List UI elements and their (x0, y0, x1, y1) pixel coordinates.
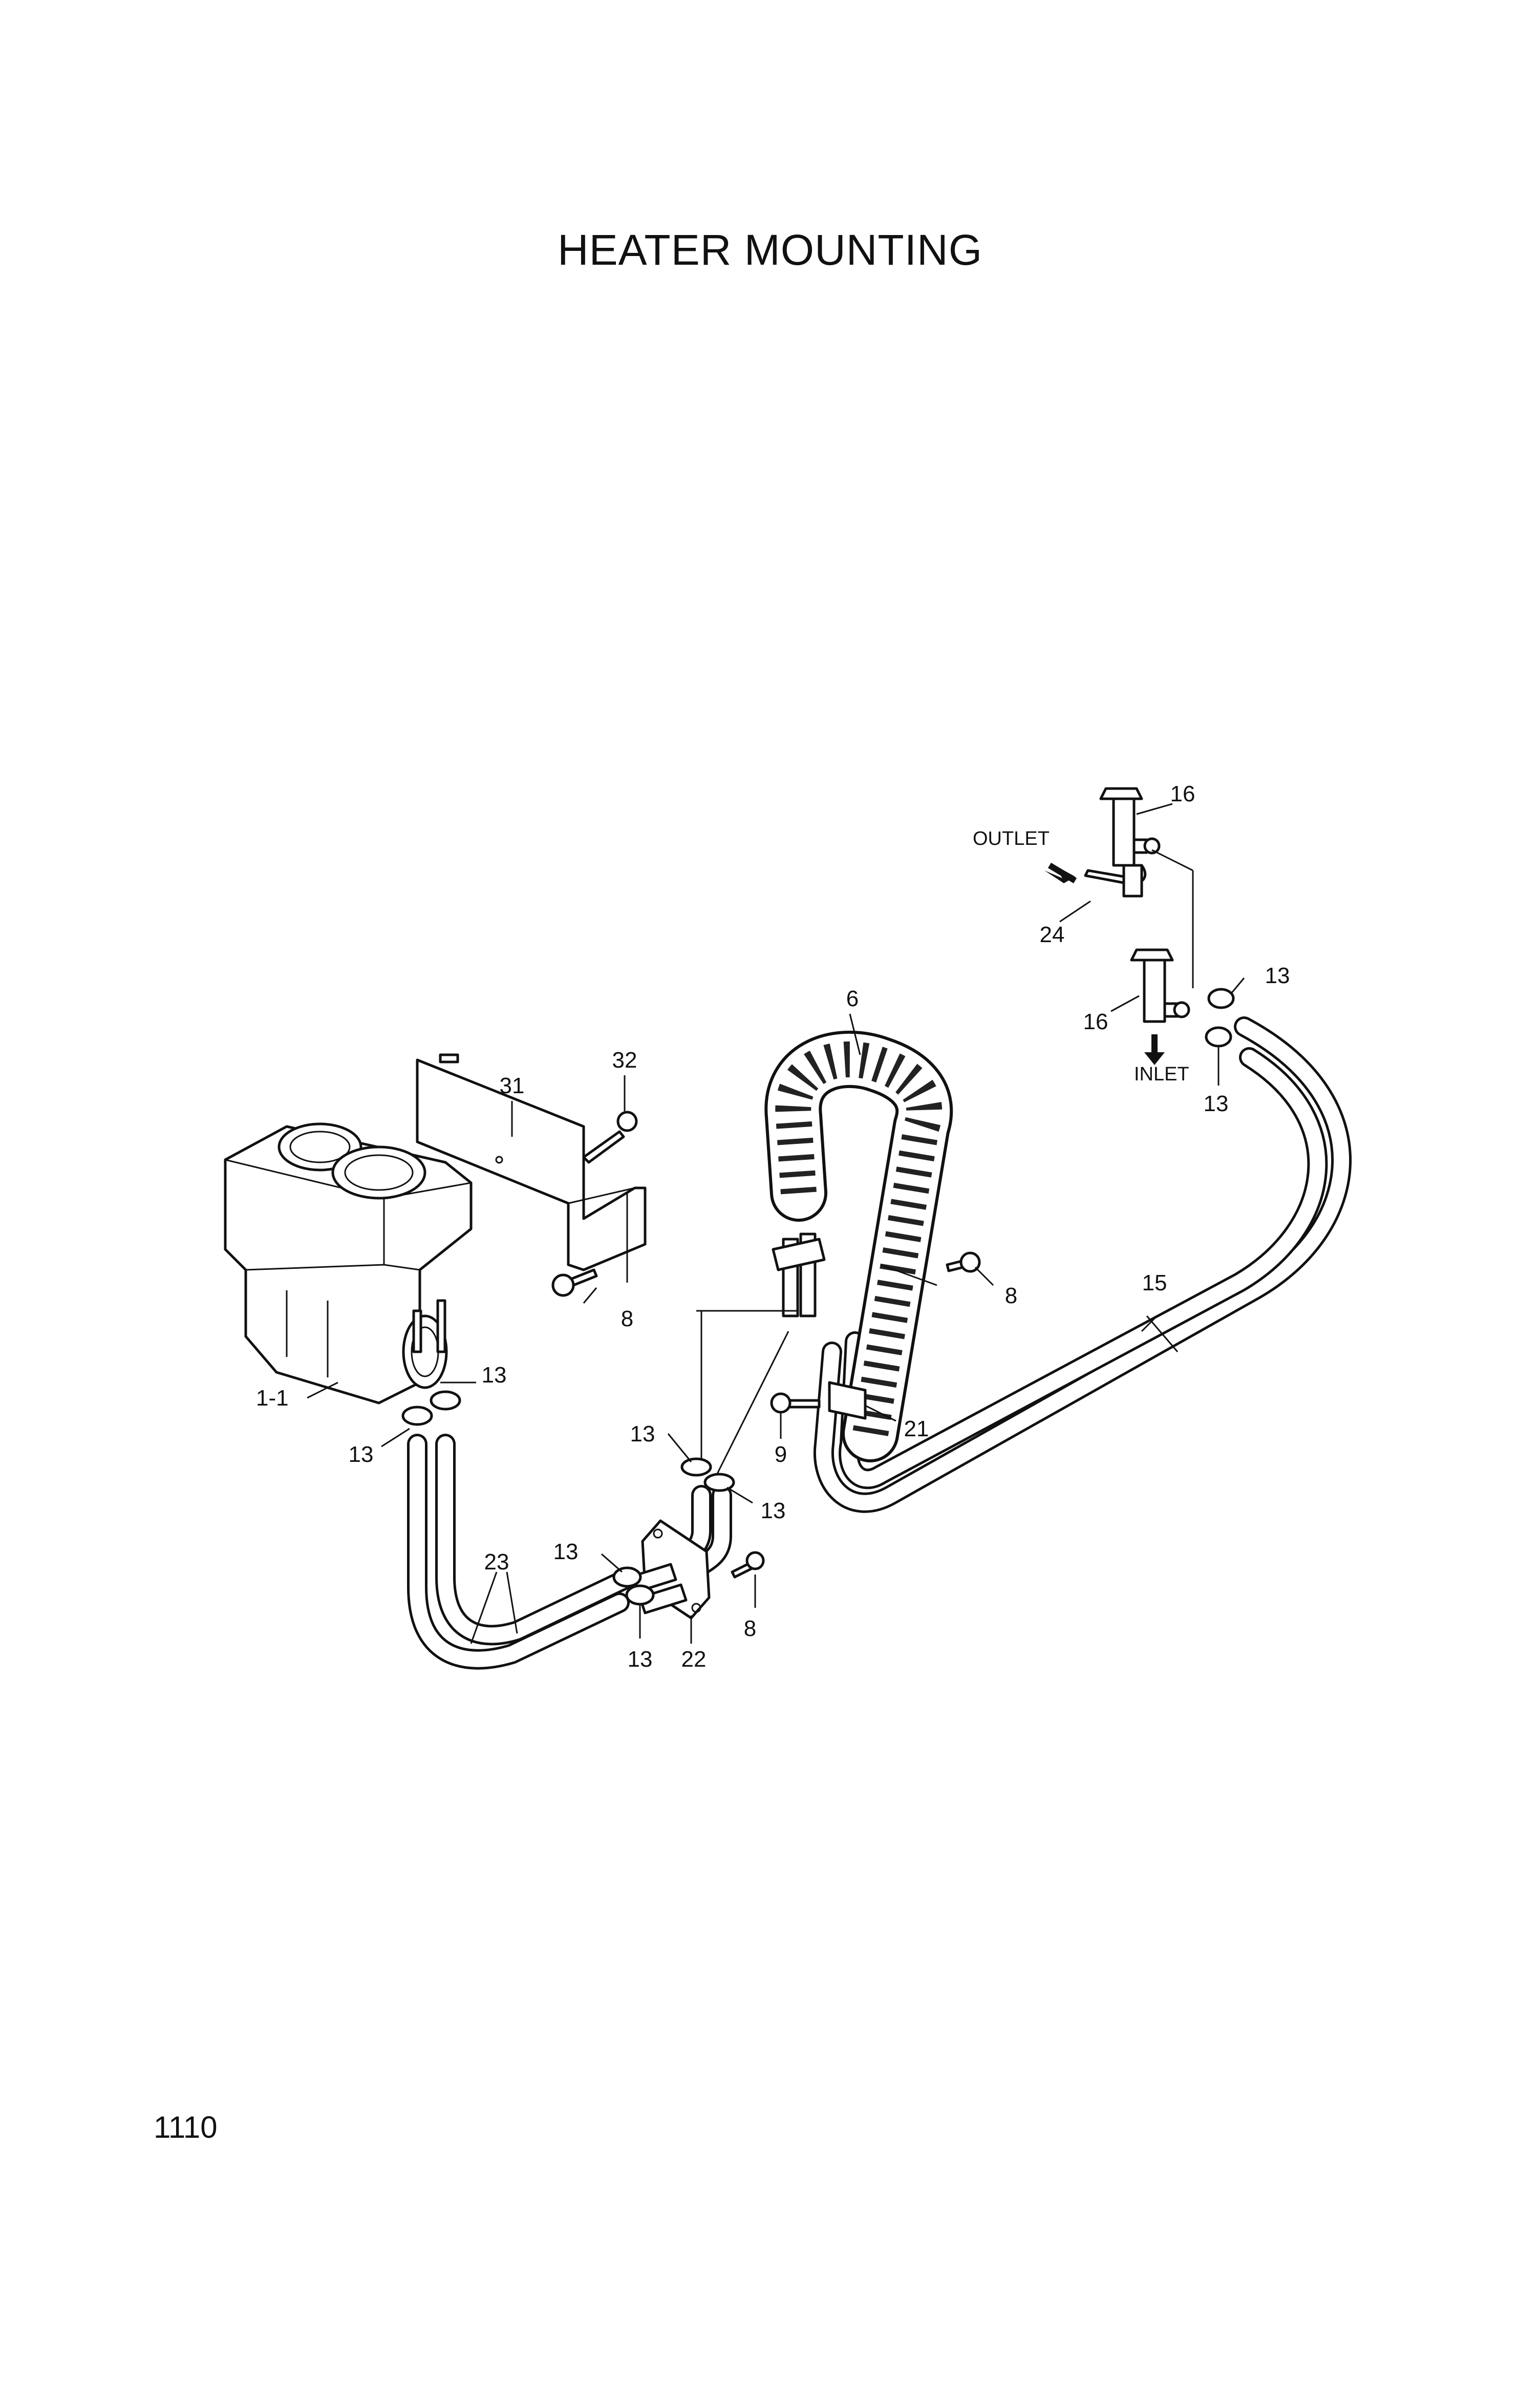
clamps-heater (401, 1390, 461, 1426)
callout-clamp-plate-b: 13 (628, 1647, 653, 1672)
callout-valve-outlet: 16 (1170, 781, 1195, 806)
valve-outlet (1099, 787, 1161, 867)
callout-insulated-hose: 6 (846, 986, 859, 1011)
callout-elbow: 24 (1040, 922, 1065, 947)
callout-clamp-heater-b: 13 (482, 1363, 507, 1388)
callout-clamp-joint-b: 13 (761, 1498, 786, 1523)
leader-lines (307, 803, 1245, 1644)
callout-clamp-valve-a: 13 (1265, 963, 1290, 988)
callout-bolt-clip: 9 (775, 1442, 787, 1467)
callout-clamp-valve-b: 13 (1204, 1091, 1229, 1116)
heater-unit (224, 1122, 473, 1405)
callout-bolt-bracket-1: 8 (621, 1306, 633, 1331)
inlet-arrow (1144, 1034, 1165, 1065)
hose-right-loop (813, 1016, 1352, 1513)
hose-left-pair (407, 1434, 640, 1670)
bracket (416, 1053, 647, 1271)
callout-clamp-heater-a: 13 (349, 1442, 374, 1467)
diagram-title: HEATER MOUNTING (557, 226, 983, 274)
callout-bolt-bracket-2: 8 (1005, 1283, 1017, 1308)
elbow-24 (1084, 864, 1147, 898)
inlet-label: INLET (1134, 1064, 1189, 1085)
bolt-bracket-8-b (946, 1251, 981, 1273)
callout-bolt-plate: 8 (744, 1616, 756, 1641)
clamps-valve (1205, 988, 1235, 1048)
outlet-arrow (1044, 862, 1077, 884)
callout-labels: 1-1 31 32 8 13 13 23 13 13 13 13 22 8 9 … (256, 781, 1290, 1672)
callout-bolt-top: 32 (612, 1048, 637, 1073)
page-number: 1110 (154, 2110, 218, 2144)
bolt-clip-9 (770, 1392, 821, 1414)
insulated-hose (764, 1031, 953, 1462)
outlet-label: OUTLET (973, 828, 1050, 849)
callout-hose-left: 23 (484, 1549, 509, 1575)
callout-valve-inlet: 16 (1083, 1009, 1108, 1034)
callout-heater-unit: 1-1 (256, 1386, 289, 1411)
plate-and-joint (612, 1457, 765, 1620)
callout-clip: 21 (904, 1416, 929, 1441)
callout-plate: 22 (681, 1647, 707, 1672)
callout-hose-right: 15 (1142, 1270, 1167, 1295)
bolt-bracket-8 (551, 1268, 598, 1297)
callout-clamp-joint-a: 13 (630, 1421, 655, 1447)
callout-clamp-plate-a: 13 (553, 1539, 579, 1564)
valve-inlet (1130, 948, 1190, 1023)
callout-bracket: 31 (500, 1073, 525, 1098)
bolt-top-32 (582, 1111, 638, 1164)
clip-21 (828, 1381, 867, 1420)
